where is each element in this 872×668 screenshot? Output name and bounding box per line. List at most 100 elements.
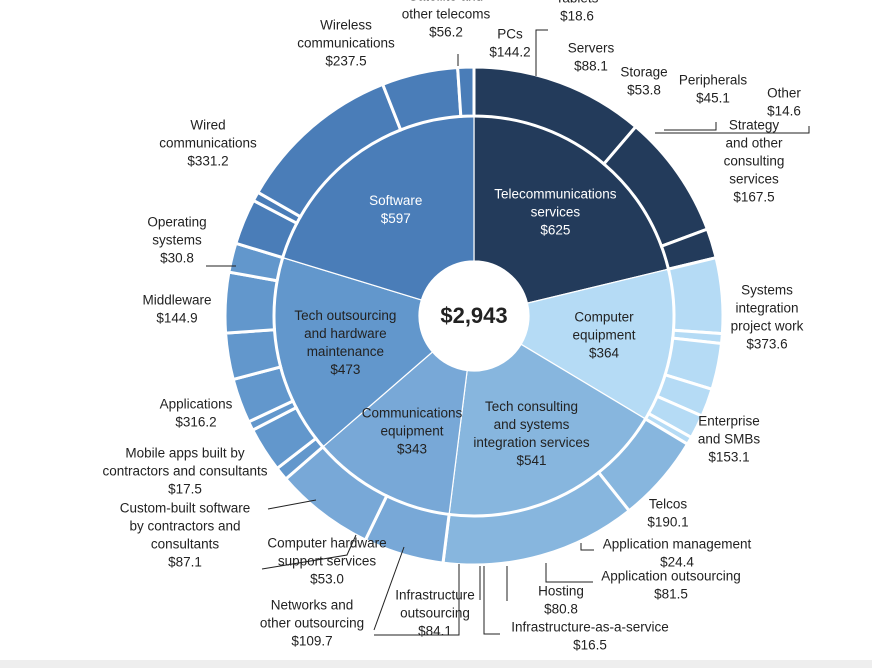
inner-label-telecom-line: $625 (540, 222, 570, 237)
outer-label-opsys-line: Operating (147, 215, 206, 230)
outer-label-storage: Storage$53.8 (620, 65, 667, 98)
outer-label-tablets-line: Tablets (556, 0, 599, 6)
outer-label-tablets-line: $18.6 (560, 9, 594, 24)
outer-label-storage-line: $53.8 (627, 83, 661, 98)
outer-label-appmgmt-line: Application management (603, 537, 752, 552)
outer-label-wireless-line: $237.5 (325, 54, 366, 69)
inner-label-commequip-line: Communications (362, 406, 463, 421)
outer-label-peripherals-line: $45.1 (696, 91, 730, 106)
outer-label-hwsupport: Computer hardware support services $53.0 (267, 536, 386, 587)
outer-label-other: Other$14.6 (767, 86, 801, 119)
leader-lines (206, 29, 810, 636)
outer-label-enterprise: Enterprise and SMBs $153.1 (698, 414, 761, 465)
outer-label-customsw-line: $87.1 (168, 555, 202, 570)
outer-label-infraout-line: $84.1 (418, 624, 452, 639)
outer-label-networks-line: other outsourcing (260, 616, 364, 631)
bottom-strip (0, 660, 872, 668)
leader-line-tablets (535, 29, 548, 76)
inner-label-techoutsourcing-line: $473 (330, 362, 360, 377)
inner-label-software-line: $597 (381, 211, 411, 226)
outer-label-iaas-line: Infrastructure-as-a-service (511, 620, 669, 635)
outer-label-hwsupport-line: Computer hardware (267, 536, 386, 551)
inner-label-techoutsourcing-line: and hardware (304, 326, 387, 341)
inner-label-computer: Computer equipment $364 (572, 309, 635, 360)
outer-label-hosting: Hosting$80.8 (538, 584, 584, 617)
inner-label-telecom-line: Telecommunications (494, 186, 617, 201)
outer-label-networks-line: Networks and (271, 598, 354, 613)
outer-label-opsys-line: systems (152, 233, 202, 248)
outer-label-peripherals-line: Peripherals (679, 73, 748, 88)
outer-label-networks: Networks and other outsourcing $109.7 (260, 598, 364, 649)
outer-label-sysint-line: integration (735, 301, 798, 316)
outer-label-hwsupport-line: support services (278, 554, 377, 569)
outer-label-wired-line: communications (159, 136, 257, 151)
outer-label-enterprise-line: Enterprise (698, 414, 760, 429)
outer-label-appmgmt-line: $24.4 (660, 555, 694, 570)
inner-label-software-line: Software (369, 193, 422, 208)
outer-label-telcos: Telcos$190.1 (647, 497, 688, 530)
outer-segment-pcs (666, 255, 725, 336)
inner-label-techconsult-line: integration services (473, 435, 590, 450)
outer-segment-opsys (456, 65, 476, 119)
outer-label-servers-line: Servers (568, 41, 615, 56)
leader-line-peripherals (664, 122, 717, 131)
outer-label-servers-line: $88.1 (574, 59, 608, 74)
center-hole (419, 261, 529, 371)
center-group: $2,943 (419, 261, 529, 371)
inner-label-computer-line: $364 (589, 345, 620, 360)
outer-label-hwsupport-line: $53.0 (310, 572, 344, 587)
outer-label-enterprise-line: $153.1 (708, 450, 749, 465)
inner-label-software: Software $597 (369, 193, 422, 226)
outer-label-applications-line: $316.2 (175, 415, 216, 430)
outer-label-sysint-line: Systems (741, 283, 793, 298)
outer-label-appout-line: $81.5 (654, 587, 688, 602)
leader-line-other (655, 126, 810, 134)
outer-label-peripherals: Peripherals $45.1 (679, 73, 748, 106)
outer-label-customsw-line: consultants (151, 537, 220, 552)
inner-label-techconsult-line: Tech consulting (485, 399, 578, 414)
outer-label-satellite-line: Satellite and (409, 0, 483, 4)
outer-label-appout-line: Application outsourcing (601, 569, 741, 584)
outer-label-pcs-line: PCs (497, 27, 523, 42)
inner-label-computer-line: Computer (574, 309, 634, 324)
inner-ring (273, 115, 675, 517)
leader-line-hwsupport (373, 546, 405, 631)
total-label: $2,943 (440, 303, 507, 328)
outer-label-satellite-line: $56.2 (429, 25, 463, 40)
leader-line-customsw (261, 534, 357, 570)
outer-label-customsw-line: by contractors and (129, 519, 240, 534)
outer-label-networks-line: $109.7 (291, 634, 332, 649)
outer-label-pcs-line: $144.2 (489, 45, 530, 60)
outer-label-strategy-line: Strategy (729, 118, 780, 133)
inner-label-techconsult-line: $541 (516, 453, 546, 468)
outer-label-wired-line: $331.2 (187, 154, 228, 169)
outer-label-telcos-line: $190.1 (647, 515, 688, 530)
outer-label-strategy-line: $167.5 (733, 190, 774, 205)
outer-label-mobileapps-line: $17.5 (168, 482, 202, 497)
outer-label-enterprise-line: and SMBs (698, 432, 761, 447)
outer-label-infraout-line: outsourcing (400, 606, 470, 621)
leader-line-appout (545, 563, 593, 583)
outer-label-iaas-line: $16.5 (573, 638, 607, 653)
outer-ring (223, 65, 725, 567)
leader-line-iaas (483, 566, 500, 635)
inner-label-computer-line: equipment (572, 327, 635, 342)
outer-segment-networks (223, 270, 279, 335)
leader-line-networks (374, 564, 460, 636)
inner-label-commequip-line: $343 (397, 442, 427, 457)
outer-label-pcs: PCs $144.2 (489, 27, 530, 60)
